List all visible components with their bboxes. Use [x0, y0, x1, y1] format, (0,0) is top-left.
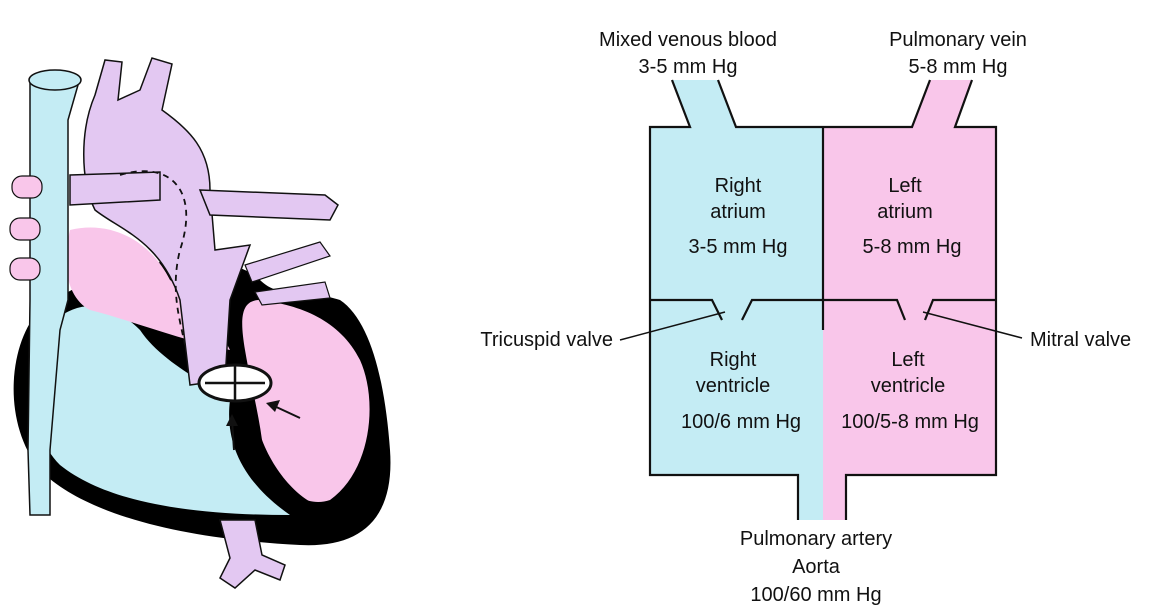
vena-cava-top — [28, 69, 82, 91]
la-pressure: 5-8 mm Hg — [863, 236, 962, 258]
right-heart-schematic — [650, 80, 823, 520]
aortic-valve — [197, 363, 273, 403]
tricuspid-leader — [619, 311, 726, 341]
tricuspid-label: Tricuspid valve — [480, 329, 613, 351]
pulmonary-vein-stub-3 — [9, 257, 41, 281]
rv-pressure: 100/6 mm Hg — [681, 411, 801, 433]
left-heart-body — [242, 300, 370, 502]
left-heart-schematic — [823, 80, 996, 520]
pulmonary-vein-right-1 — [244, 241, 331, 283]
outflow-label-line1: Pulmonary artery — [740, 528, 892, 550]
lv-pressure: 100/5-8 mm Hg — [841, 411, 979, 433]
ra-label-line1: Right — [715, 175, 762, 197]
la-label-line1: Left — [888, 175, 922, 197]
pulmonary-artery-right — [198, 189, 339, 221]
pressure-schematic: Mixed venous blood 3-5 mm Hg Pulmonary v… — [480, 29, 1131, 606]
arrow-icon — [266, 400, 301, 419]
lv-label-line1: Left — [891, 349, 925, 371]
pv-label-line1: Pulmonary vein — [889, 29, 1027, 51]
rv-label-line1: Right — [710, 349, 757, 371]
pulmonary-vein-stub-2 — [9, 217, 41, 241]
pv-label-line2: 5-8 mm Hg — [909, 56, 1008, 78]
pulmonary-artery-left — [69, 171, 161, 206]
svc-label-line1: Mixed venous blood — [599, 29, 777, 51]
pulmonary-vein-stub-1 — [11, 175, 43, 199]
heart-illustration — [9, 57, 391, 589]
lv-label-line2: ventricle — [871, 375, 945, 397]
right-heart-body — [33, 306, 291, 515]
pulmonary-vein-right-2 — [254, 281, 331, 306]
rv-label-line2: ventricle — [696, 375, 770, 397]
svc-label-line2: 3-5 mm Hg — [639, 56, 738, 78]
inferior-vessel — [219, 519, 286, 589]
outflow-label-line2: Aorta — [792, 556, 841, 578]
arrow-icon — [226, 414, 238, 451]
la-label-line2: atrium — [877, 201, 933, 223]
ra-label-line2: atrium — [710, 201, 766, 223]
outflow-label-line3: 100/60 mm Hg — [750, 584, 881, 606]
mitral-leader — [922, 311, 1023, 339]
mitral-label: Mitral valve — [1030, 329, 1131, 351]
septum-wall — [250, 428, 318, 508]
ra-pressure: 3-5 mm Hg — [689, 236, 788, 258]
hidden-outline-dashed — [119, 170, 188, 346]
